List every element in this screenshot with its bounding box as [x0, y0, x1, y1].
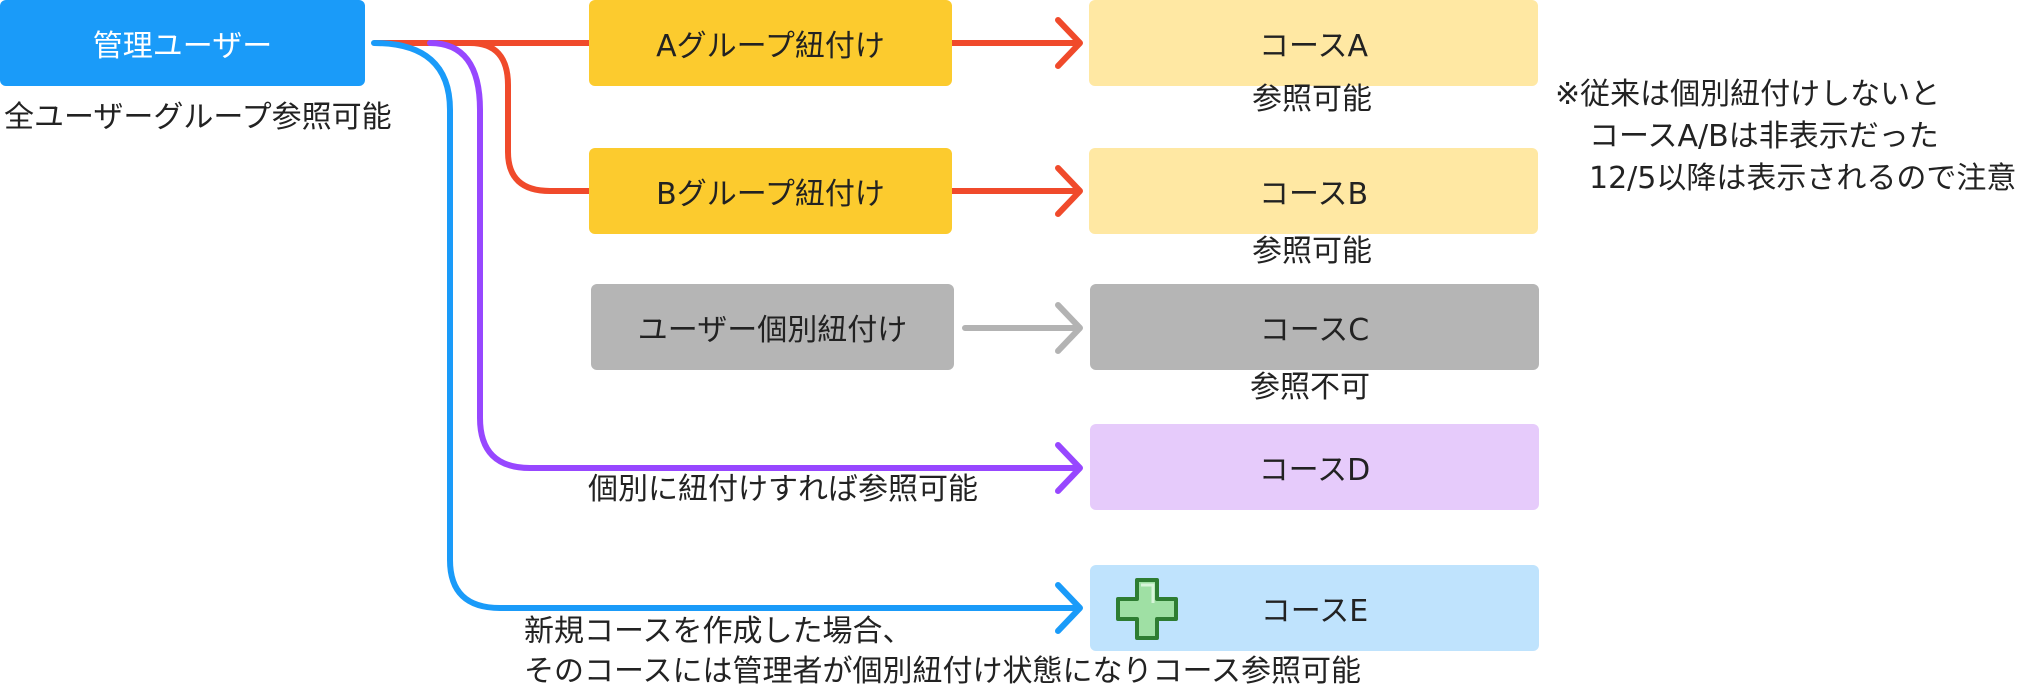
course-c-status: 参照不可	[1250, 370, 1370, 405]
connector-admin-to-groups	[374, 40, 590, 194]
course-d-node: コースD	[1090, 424, 1539, 510]
admin-node: 管理ユーザー	[0, 0, 365, 86]
course-a-label: コースA	[1258, 29, 1369, 64]
path-e-caption-line-1: 新規コースを作成した場合、	[524, 614, 913, 649]
course-a-status: 参照可能	[1252, 82, 1372, 117]
user-link-label: ユーザー個別紐付け	[637, 313, 908, 348]
course-e-label: コースE	[1260, 594, 1369, 629]
side-note-line-2: コースA/Bは非表示だった	[1589, 119, 1939, 154]
path-e-caption: 新規コースを作成した場合、 そのコースには管理者が個別紐付け状態になりコース参照…	[524, 612, 1361, 692]
admin-caption: 全ユーザーグループ参照可能	[4, 100, 392, 135]
connector-user-to-course-c	[962, 302, 1083, 354]
admin-node-label: 管理ユーザー	[92, 29, 273, 64]
course-c-node: コースC	[1090, 284, 1539, 370]
course-b-node: コースB	[1089, 148, 1538, 234]
path-d-caption: 個別に紐付けすれば参照可能	[588, 472, 978, 507]
group-b-label: Bグループ紐付け	[656, 177, 885, 212]
path-e-caption-line-2: そのコースには管理者が個別紐付け状態になりコース参照可能	[524, 654, 1361, 689]
group-a-node: Aグループ紐付け	[589, 0, 952, 86]
side-note-line-1: ※従来は個別紐付けしないと	[1555, 77, 1941, 112]
user-link-node: ユーザー個別紐付け	[591, 284, 954, 370]
group-b-node: Bグループ紐付け	[589, 148, 952, 234]
side-note-line-3: 12/5以降は表示されるので注意	[1589, 161, 2017, 196]
plus-icon	[1116, 578, 1178, 640]
group-a-label: Aグループ紐付け	[656, 29, 885, 64]
course-b-status: 参照可能	[1252, 234, 1372, 269]
connector-groups-to-courses	[949, 17, 1083, 217]
course-a-node: コースA	[1089, 0, 1538, 86]
course-d-label: コースD	[1258, 453, 1371, 488]
connector-admin-to-course-d	[427, 40, 1083, 494]
course-c-label: コースC	[1259, 313, 1370, 348]
course-b-label: コースB	[1258, 177, 1369, 212]
side-note: ※従来は個別紐付けしないと コースA/Bは非表示だった 12/5以降は表示される…	[1555, 74, 2016, 200]
connector-admin-to-course-e	[371, 40, 1083, 634]
